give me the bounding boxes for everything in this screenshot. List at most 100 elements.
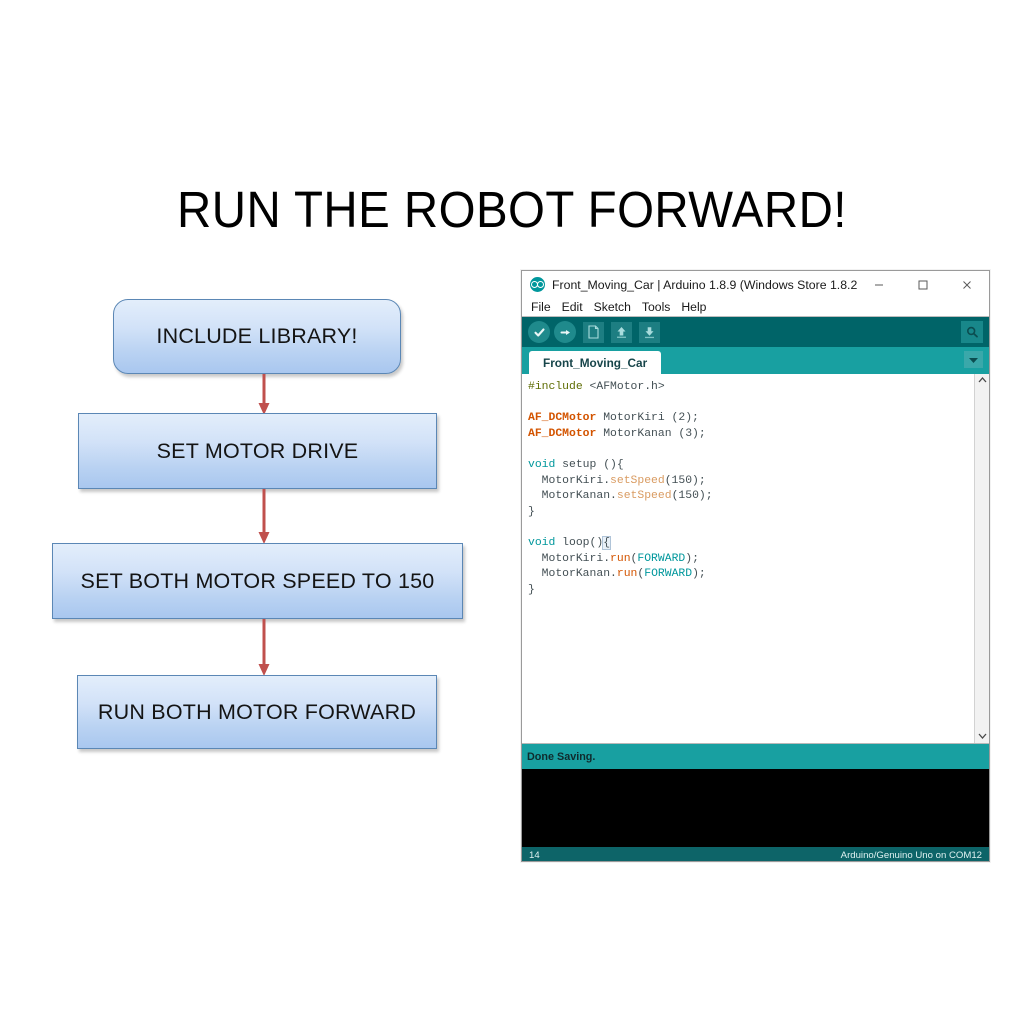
code-token: MotorKanan. [528, 568, 617, 581]
code-line: MotorKanan.setSpeed(150); [528, 489, 974, 505]
chevron-down-icon [969, 357, 978, 363]
console-output[interactable] [522, 769, 989, 847]
bottom-statusbar: 14 Arduino/Genuino Uno on COM12 [522, 847, 989, 861]
board-info: Arduino/Genuino Uno on COM12 [840, 850, 982, 861]
tab-label: Front_Moving_Car [543, 355, 648, 370]
editor-scrollbar[interactable] [974, 374, 989, 743]
code-line: MotorKanan.run(FORWARD); [528, 567, 974, 583]
minimize-button[interactable] [857, 271, 901, 298]
code-line: } [528, 583, 974, 599]
status-message: Done Saving. [522, 744, 989, 769]
flow-box-include-library[interactable]: INCLUDE LIBRARY! [113, 299, 401, 374]
code-token: void [528, 536, 556, 549]
close-icon [963, 280, 971, 289]
code-token: FORWARD [644, 568, 693, 581]
tab-front-moving-car[interactable]: Front_Moving_Car [529, 351, 662, 374]
code-token: setSpeed [610, 474, 665, 487]
code-token: ( [630, 552, 638, 565]
flow-box-set-motor-speed[interactable]: SET BOTH MOTOR SPEED TO 150 [52, 543, 463, 619]
code-token: } [528, 505, 535, 518]
code-token: MotorKiri (2); [596, 412, 699, 425]
tabbar: Front_Moving_Car [522, 347, 989, 374]
code-text[interactable]: #include <AFMotor.h> AF_DCMotor MotorKir… [522, 374, 974, 743]
window-titlebar: Front_Moving_Car | Arduino 1.8.9 (Window… [522, 271, 989, 298]
flow-arrow-3 [258, 619, 270, 676]
flow-arrow-2 [258, 489, 270, 544]
minimize-icon [875, 284, 883, 285]
code-token: #include [528, 381, 590, 393]
arrow-right-icon [560, 329, 570, 335]
code-token: } [528, 583, 535, 596]
menubar: File Edit Sketch Tools Help [522, 298, 989, 317]
code-token: ); [685, 552, 699, 565]
flowchart: INCLUDE LIBRARY! SET MOTOR DRIVE SET BOT… [0, 0, 500, 1024]
code-line: void loop(){ [528, 535, 974, 552]
code-line [528, 442, 974, 458]
code-token: MotorKanan (3); [596, 427, 706, 440]
code-token: run [616, 568, 638, 581]
code-token: setSpeed [616, 490, 672, 503]
checkmark-icon [533, 327, 545, 337]
code-token: ); [692, 568, 706, 581]
code-line [528, 396, 974, 412]
arduino-ide-window: Front_Moving_Car | Arduino 1.8.9 (Window… [521, 270, 990, 862]
verify-button[interactable] [528, 321, 550, 343]
window-title: Front_Moving_Car | Arduino 1.8.9 (Window… [552, 277, 857, 292]
flow-box-label: SET BOTH MOTOR SPEED TO 150 [80, 568, 435, 593]
maximize-button[interactable] [901, 271, 945, 298]
flow-box-label: SET MOTOR DRIVE [156, 438, 359, 463]
arrow-down-icon [645, 327, 654, 339]
menu-sketch[interactable]: Sketch [593, 300, 631, 314]
code-token: MotorKiri. [528, 552, 611, 565]
code-token: void [528, 458, 556, 471]
arrow-up-icon [617, 327, 626, 338]
code-line [528, 520, 974, 536]
code-line: MotorKiri.setSpeed(150); [528, 474, 974, 490]
line-number: 14 [529, 850, 540, 861]
code-token: loop() [555, 536, 604, 549]
code-token: FORWARD [637, 552, 686, 565]
code-token: (150); [671, 490, 713, 503]
maximize-icon [918, 280, 928, 289]
code-line: void setup (){ [528, 458, 974, 474]
code-token: MotorKiri. [528, 474, 611, 487]
flow-box-label: INCLUDE LIBRARY! [156, 324, 358, 348]
chevron-up-icon [978, 377, 986, 383]
new-button[interactable] [583, 321, 604, 343]
code-line: #include <AFMotor.h> [528, 380, 974, 396]
upload-button[interactable] [554, 321, 576, 343]
code-token: ( [637, 568, 645, 581]
flow-box-set-motor-drive[interactable]: SET MOTOR DRIVE [78, 413, 437, 489]
flow-box-label: RUN BOTH MOTOR FORWARD [97, 699, 417, 724]
magnifier-icon [966, 326, 978, 338]
menu-edit[interactable]: Edit [561, 300, 583, 314]
document-icon [588, 325, 599, 339]
code-token: MotorKanan. [528, 490, 617, 503]
scroll-up-button[interactable] [978, 376, 987, 385]
chevron-down-icon [978, 733, 986, 739]
menu-file[interactable]: File [531, 300, 551, 314]
code-editor[interactable]: #include <AFMotor.h> AF_DCMotor MotorKir… [522, 374, 989, 744]
code-token: AF_DCMotor [528, 427, 597, 440]
close-button[interactable] [945, 271, 989, 298]
code-line: } [528, 505, 974, 521]
serial-monitor-button[interactable] [961, 321, 983, 343]
tab-dropdown-button[interactable] [964, 351, 983, 368]
code-token: <AFMotor.h> [589, 381, 665, 393]
code-token: run [610, 552, 631, 565]
flow-box-run-motor-forward[interactable]: RUN BOTH MOTOR FORWARD [77, 675, 437, 749]
open-button[interactable] [611, 321, 632, 343]
menu-help[interactable]: Help [681, 300, 707, 314]
code-token: setup (){ [555, 458, 624, 471]
code-line: AF_DCMotor MotorKiri (2); [528, 411, 974, 427]
code-token: { [602, 535, 612, 550]
arduino-logo-icon [530, 277, 545, 292]
flow-arrow-1 [258, 374, 270, 415]
code-token: AF_DCMotor [528, 412, 597, 425]
scroll-down-button[interactable] [978, 732, 987, 741]
page-title: RUN THE ROBOT FORWARD! [177, 181, 847, 238]
code-token: (150); [664, 474, 706, 487]
code-line: MotorKiri.run(FORWARD); [528, 552, 974, 568]
save-button[interactable] [639, 321, 660, 343]
menu-tools[interactable]: Tools [641, 300, 671, 314]
